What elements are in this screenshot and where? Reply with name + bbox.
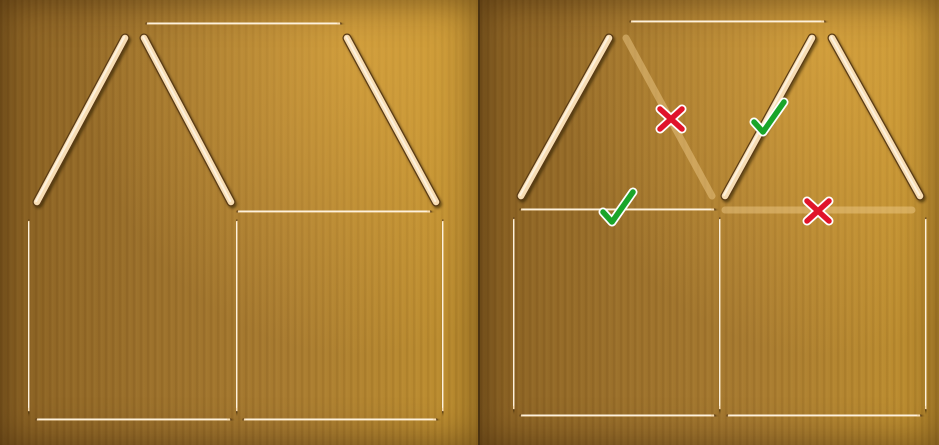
matchstick[interactable] [39,419,227,420]
matchstick[interactable] [633,21,821,22]
matchstick[interactable] [36,37,125,202]
matchstick[interactable] [719,221,720,406]
matchstick[interactable] [513,221,514,406]
matchstick[interactable] [149,23,337,24]
check-icon [754,102,784,132]
right-matchsticks [513,21,926,416]
matchstick[interactable] [523,415,711,416]
matchstick[interactable] [520,37,609,196]
matchstick[interactable] [730,415,917,416]
matchstick[interactable] [240,211,427,212]
matchstick[interactable] [346,37,436,202]
left-matchsticks [28,23,443,420]
matchstick[interactable] [831,37,920,196]
matchstick[interactable] [442,223,443,408]
matchstick[interactable] [724,37,812,196]
matchstick[interactable] [925,221,926,406]
matchstick[interactable] [236,223,237,408]
matchstick[interactable] [246,419,433,420]
matchstick[interactable] [28,223,29,408]
matchstick[interactable] [143,37,231,202]
